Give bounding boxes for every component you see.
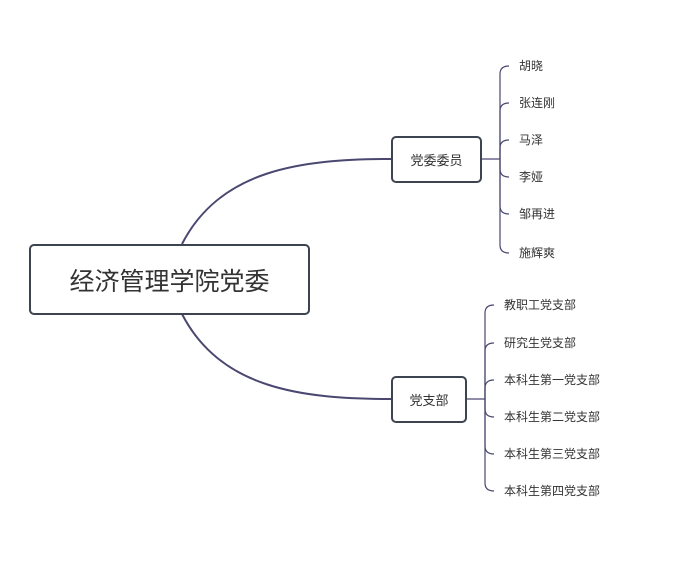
committee-brace: [482, 65, 510, 254]
leaf-member[interactable]: 邹再进: [519, 207, 556, 221]
brace-line: [484, 399, 495, 418]
leaf-branch[interactable]: 教职工党支部: [504, 298, 577, 312]
leaf-member[interactable]: 胡晓: [519, 59, 544, 73]
brace-line: [484, 342, 495, 399]
brace-line: [484, 304, 495, 399]
brace-line: [499, 65, 510, 159]
root-to-branches-connector: [181, 313, 392, 400]
brace-line: [499, 139, 510, 159]
leaf-member[interactable]: 张连刚: [519, 96, 556, 110]
brace-line: [499, 159, 510, 254]
brace-line: [499, 159, 510, 178]
leaf-branch[interactable]: 本科生第一党支部: [504, 373, 601, 387]
branches-brace: [467, 304, 495, 492]
brace-line: [499, 102, 510, 159]
leaf-branch[interactable]: 本科生第三党支部: [504, 447, 601, 461]
root-to-committee-connector: [181, 158, 392, 245]
leaf-member[interactable]: 施辉爽: [519, 246, 556, 260]
committee-members-node[interactable]: 党委委员: [391, 136, 482, 183]
leaf-member[interactable]: 李娅: [519, 170, 544, 184]
leaf-branch[interactable]: 研究生党支部: [504, 336, 577, 350]
brace-line: [484, 379, 495, 399]
leaf-branch[interactable]: 本科生第二党支部: [504, 410, 601, 424]
brace-line: [499, 159, 510, 215]
party-branches-node[interactable]: 党支部: [391, 376, 467, 423]
party-branches-label: 党支部: [409, 394, 449, 409]
leaf-branch[interactable]: 本科生第四党支部: [504, 484, 601, 498]
committee-members-label: 党委委员: [410, 154, 463, 169]
brace-line: [484, 399, 495, 455]
root-label: 经济管理学院党委: [69, 266, 270, 296]
root-node[interactable]: 经济管理学院党委: [29, 244, 310, 315]
leaf-member[interactable]: 马泽: [519, 133, 544, 147]
brace-line: [484, 399, 495, 492]
